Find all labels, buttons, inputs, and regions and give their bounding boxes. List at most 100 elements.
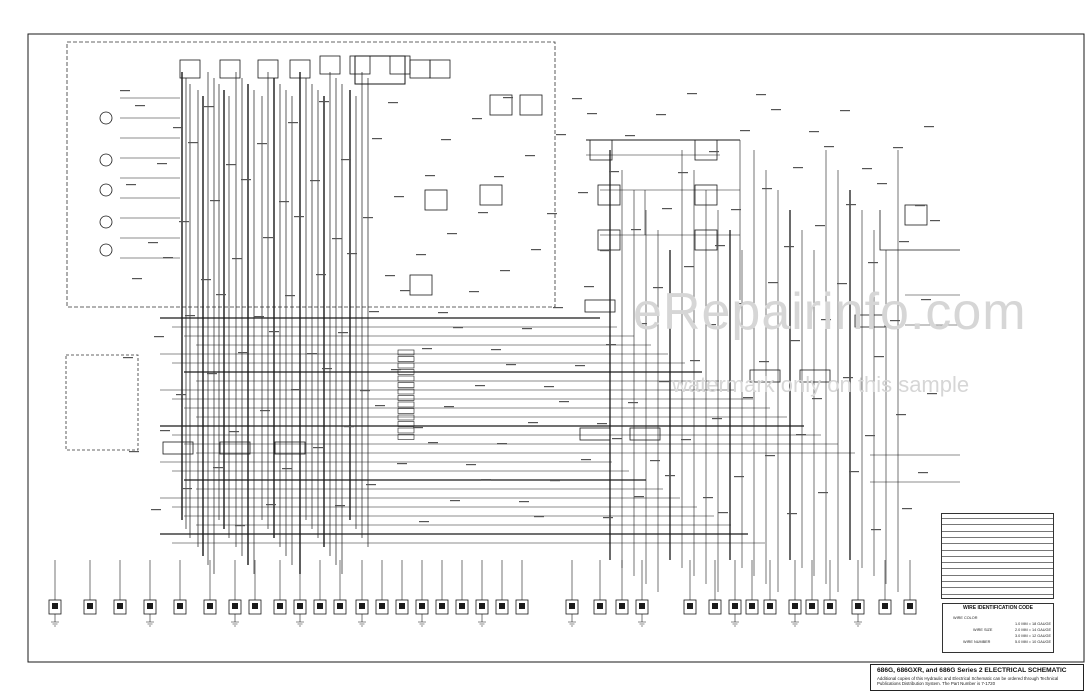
wire-number-mark: [743, 397, 753, 399]
wire-number-mark: [235, 525, 245, 527]
sensor-symbol: [99, 153, 113, 167]
relay-symbol: [694, 184, 718, 206]
wire-number-mark: [179, 221, 189, 223]
wire-number-mark: [438, 312, 448, 314]
wire-number-mark: [559, 401, 569, 403]
wire-number-mark: [581, 459, 591, 461]
connector-block: [219, 441, 251, 455]
wire-number-mark: [899, 241, 909, 243]
wire-size-3: 3.0 MM = 12 GAUGE: [1015, 634, 1051, 638]
wire-number-mark: [397, 463, 407, 465]
switch-component: [257, 59, 279, 79]
wire-number-mark: [600, 250, 610, 252]
harness-connector: [903, 599, 917, 615]
wire-number-mark: [874, 356, 884, 358]
wire-number-mark: [603, 517, 613, 519]
harness-connector: [113, 599, 127, 615]
wire-number-mark: [416, 254, 426, 256]
wire-number-mark: [625, 135, 635, 137]
wire-number-mark: [678, 172, 688, 174]
wire-number-mark: [759, 361, 769, 363]
fuse: [397, 414, 415, 421]
harness-connector: [708, 599, 722, 615]
sensor-symbol: [99, 111, 113, 125]
ground-symbol: [231, 621, 239, 627]
lamp-feed-wire: [879, 210, 960, 251]
relay-symbol: [694, 229, 718, 251]
wire-number-mark: [584, 286, 594, 288]
harness-connector: [745, 599, 759, 615]
wire-number-mark: [413, 427, 423, 429]
wire-number-mark: [291, 389, 301, 391]
wire-number-mark: [132, 278, 142, 280]
wire-number-mark: [865, 435, 875, 437]
connector-terminal: [597, 603, 603, 609]
wire-number-mark: [282, 468, 292, 470]
wire-number-mark: [609, 171, 619, 173]
legend-row: [942, 587, 1053, 594]
wire-number-mark: [871, 529, 881, 531]
harness-connector: [415, 599, 429, 615]
harness-connector: [475, 599, 489, 615]
wire-number-mark: [120, 90, 130, 92]
fuse: [397, 388, 415, 395]
wire-number-mark: [718, 512, 728, 514]
harness-connector: [593, 599, 607, 615]
wire-number-mark: [188, 142, 198, 144]
connector-terminal: [87, 603, 93, 609]
legend-row: [942, 530, 1053, 538]
connector-terminal: [419, 603, 425, 609]
connector-terminal: [379, 603, 385, 609]
wire-number-mark: [809, 131, 819, 133]
wire-number-mark: [921, 299, 931, 301]
wire-number-mark: [263, 237, 273, 239]
harness-connector: [143, 599, 157, 615]
wire-number-mark: [690, 360, 700, 362]
wire-number-mark: [709, 151, 719, 153]
connector-terminal: [499, 603, 505, 609]
wire-number-mark: [575, 365, 585, 367]
wire-number-mark: [363, 217, 373, 219]
sensor-symbol: [99, 243, 113, 257]
wire-number-mark: [821, 319, 831, 321]
harness-connector: [823, 599, 837, 615]
wire-number-mark: [715, 245, 725, 247]
wire-number-mark: [285, 295, 295, 297]
wire-number-mark: [266, 504, 276, 506]
wire-number-mark: [927, 393, 937, 395]
switch-component: [349, 55, 371, 75]
wire-number-mark: [254, 316, 264, 318]
connector-terminal: [619, 603, 625, 609]
wire-number-mark: [372, 138, 382, 140]
harness-connector: [395, 599, 409, 615]
fuse: [397, 395, 415, 401]
wire-number-mark: [531, 249, 541, 251]
engine-harness-region: [66, 41, 556, 308]
fuse: [397, 382, 415, 388]
wire-number-mark: [425, 175, 435, 177]
wire-number-mark: [347, 253, 357, 255]
ground-symbol: [638, 621, 646, 627]
wire-number-mark: [288, 122, 298, 124]
wire-number-mark: [176, 394, 186, 396]
relay-symbol: [597, 184, 621, 206]
wire-number-mark: [824, 146, 834, 148]
wire-number-mark: [915, 205, 925, 207]
ground-symbol: [791, 621, 799, 627]
connector-terminal: [297, 603, 303, 609]
wire-number-mark: [712, 418, 722, 420]
wire-number-mark: [369, 311, 379, 313]
switch-component: [219, 59, 241, 79]
wire-number-mark: [441, 139, 451, 141]
connector-terminal: [177, 603, 183, 609]
ground-symbol: [296, 621, 304, 627]
wire-number-mark: [765, 455, 775, 457]
wire-number-mark: [756, 94, 766, 96]
sensor-symbol: [99, 215, 113, 229]
switch-component: [179, 59, 201, 79]
fuse: [397, 408, 415, 414]
wire-number-mark: [316, 274, 326, 276]
wire-number-mark: [768, 282, 778, 284]
wire-number-mark: [151, 509, 161, 511]
